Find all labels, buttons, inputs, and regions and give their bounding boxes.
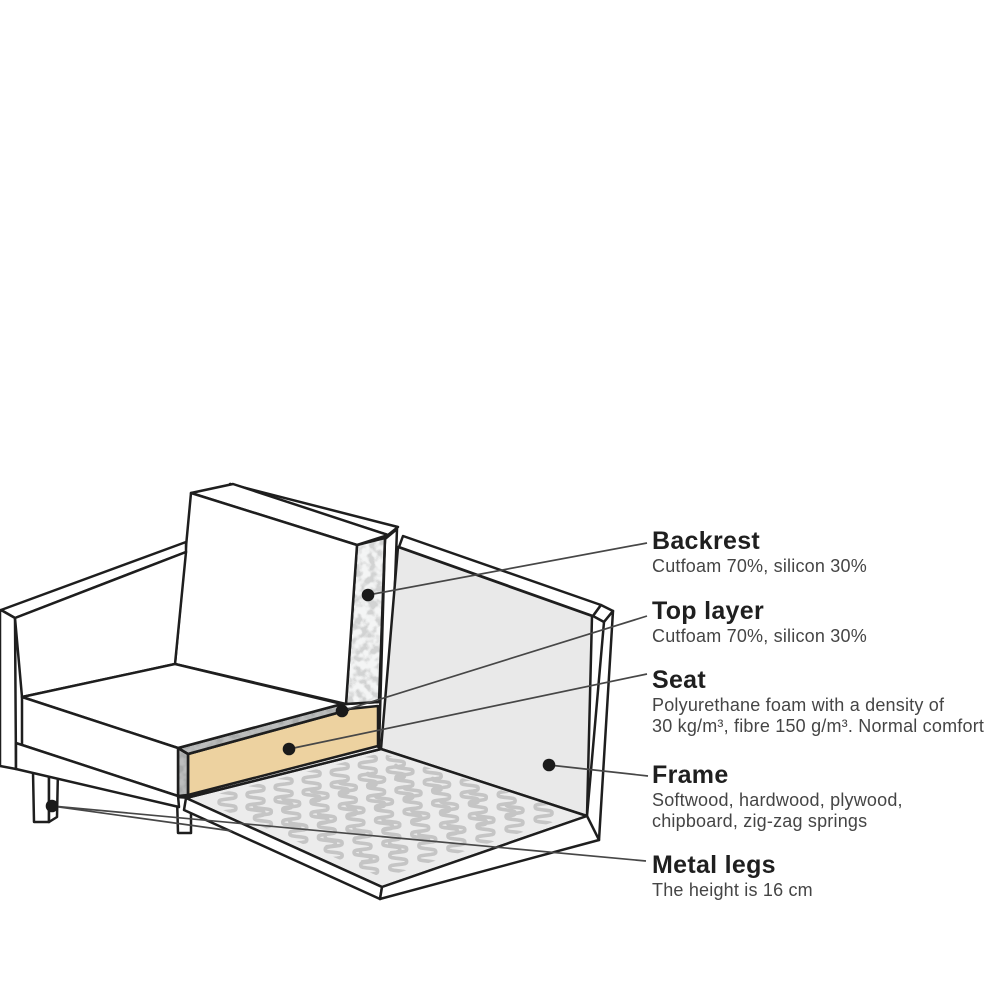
callout-line-frame <box>548 764 649 777</box>
callout-line-metal-legs <box>51 805 647 862</box>
callout-line-seat <box>288 673 648 750</box>
armrest-front <box>0 608 18 771</box>
base-front <box>14 741 181 809</box>
callout-lines <box>51 542 649 862</box>
callout-dot-backrest <box>361 588 375 602</box>
label-backrest-title: Backrest <box>652 527 761 555</box>
label-backrest-desc: Cutfoam 70%, silicon 30% <box>652 556 867 577</box>
label-backrest-desc-line: Cutfoam 70%, silicon 30% <box>652 556 867 576</box>
callout-line-metal-legs-2 <box>51 805 233 832</box>
label-metal-legs: Metal legs The height is 16 cm <box>652 852 813 901</box>
label-frame-title: Frame <box>652 761 729 789</box>
label-seat-desc-line-1: Polyurethane foam with a density of <box>652 695 945 715</box>
label-metal-legs-desc: The height is 16 cm <box>652 880 813 901</box>
callout-dot-metal-legs <box>45 799 59 813</box>
label-frame-desc: Softwood, hardwood, plywood, chipboard, … <box>652 790 903 831</box>
callout-dot-top-layer <box>335 704 349 718</box>
zigzag-springs-pattern <box>217 753 554 878</box>
label-seat-desc: Polyurethane foam with a density of 30 k… <box>652 695 984 736</box>
label-top-layer-title: Top layer <box>652 597 764 625</box>
callout-line-top-layer <box>341 615 648 712</box>
label-frame-desc-line-1: Softwood, hardwood, plywood, <box>652 790 903 810</box>
label-seat: Seat Polyurethane foam with a density of… <box>652 667 984 736</box>
callout-dot-seat <box>282 742 296 756</box>
label-metal-legs-title: Metal legs <box>652 851 776 879</box>
callout-line-backrest <box>367 542 648 596</box>
label-seat-title: Seat <box>652 666 707 694</box>
label-top-layer-desc: Cutfoam 70%, silicon 30% <box>652 626 867 647</box>
label-seat-desc-line-2: 30 kg/m³, fibre 150 g/m³. Normal comfort <box>652 715 985 736</box>
callout-dot-frame <box>542 758 556 772</box>
label-top-layer-desc-line: Cutfoam 70%, silicon 30% <box>652 626 867 646</box>
label-backrest: Backrest Cutfoam 70%, silicon 30% <box>652 528 867 577</box>
label-top-layer: Top layer Cutfoam 70%, silicon 30% <box>652 598 867 647</box>
frame-floor-rim-right <box>378 814 601 901</box>
label-frame: Frame Softwood, hardwood, plywood, chipb… <box>652 762 903 831</box>
label-frame-desc-line-2: chipboard, zig-zag springs <box>652 810 868 831</box>
callout-dots <box>45 588 556 813</box>
zigzag-springs <box>217 753 554 878</box>
label-metal-legs-desc-line: The height is 16 cm <box>652 880 813 900</box>
